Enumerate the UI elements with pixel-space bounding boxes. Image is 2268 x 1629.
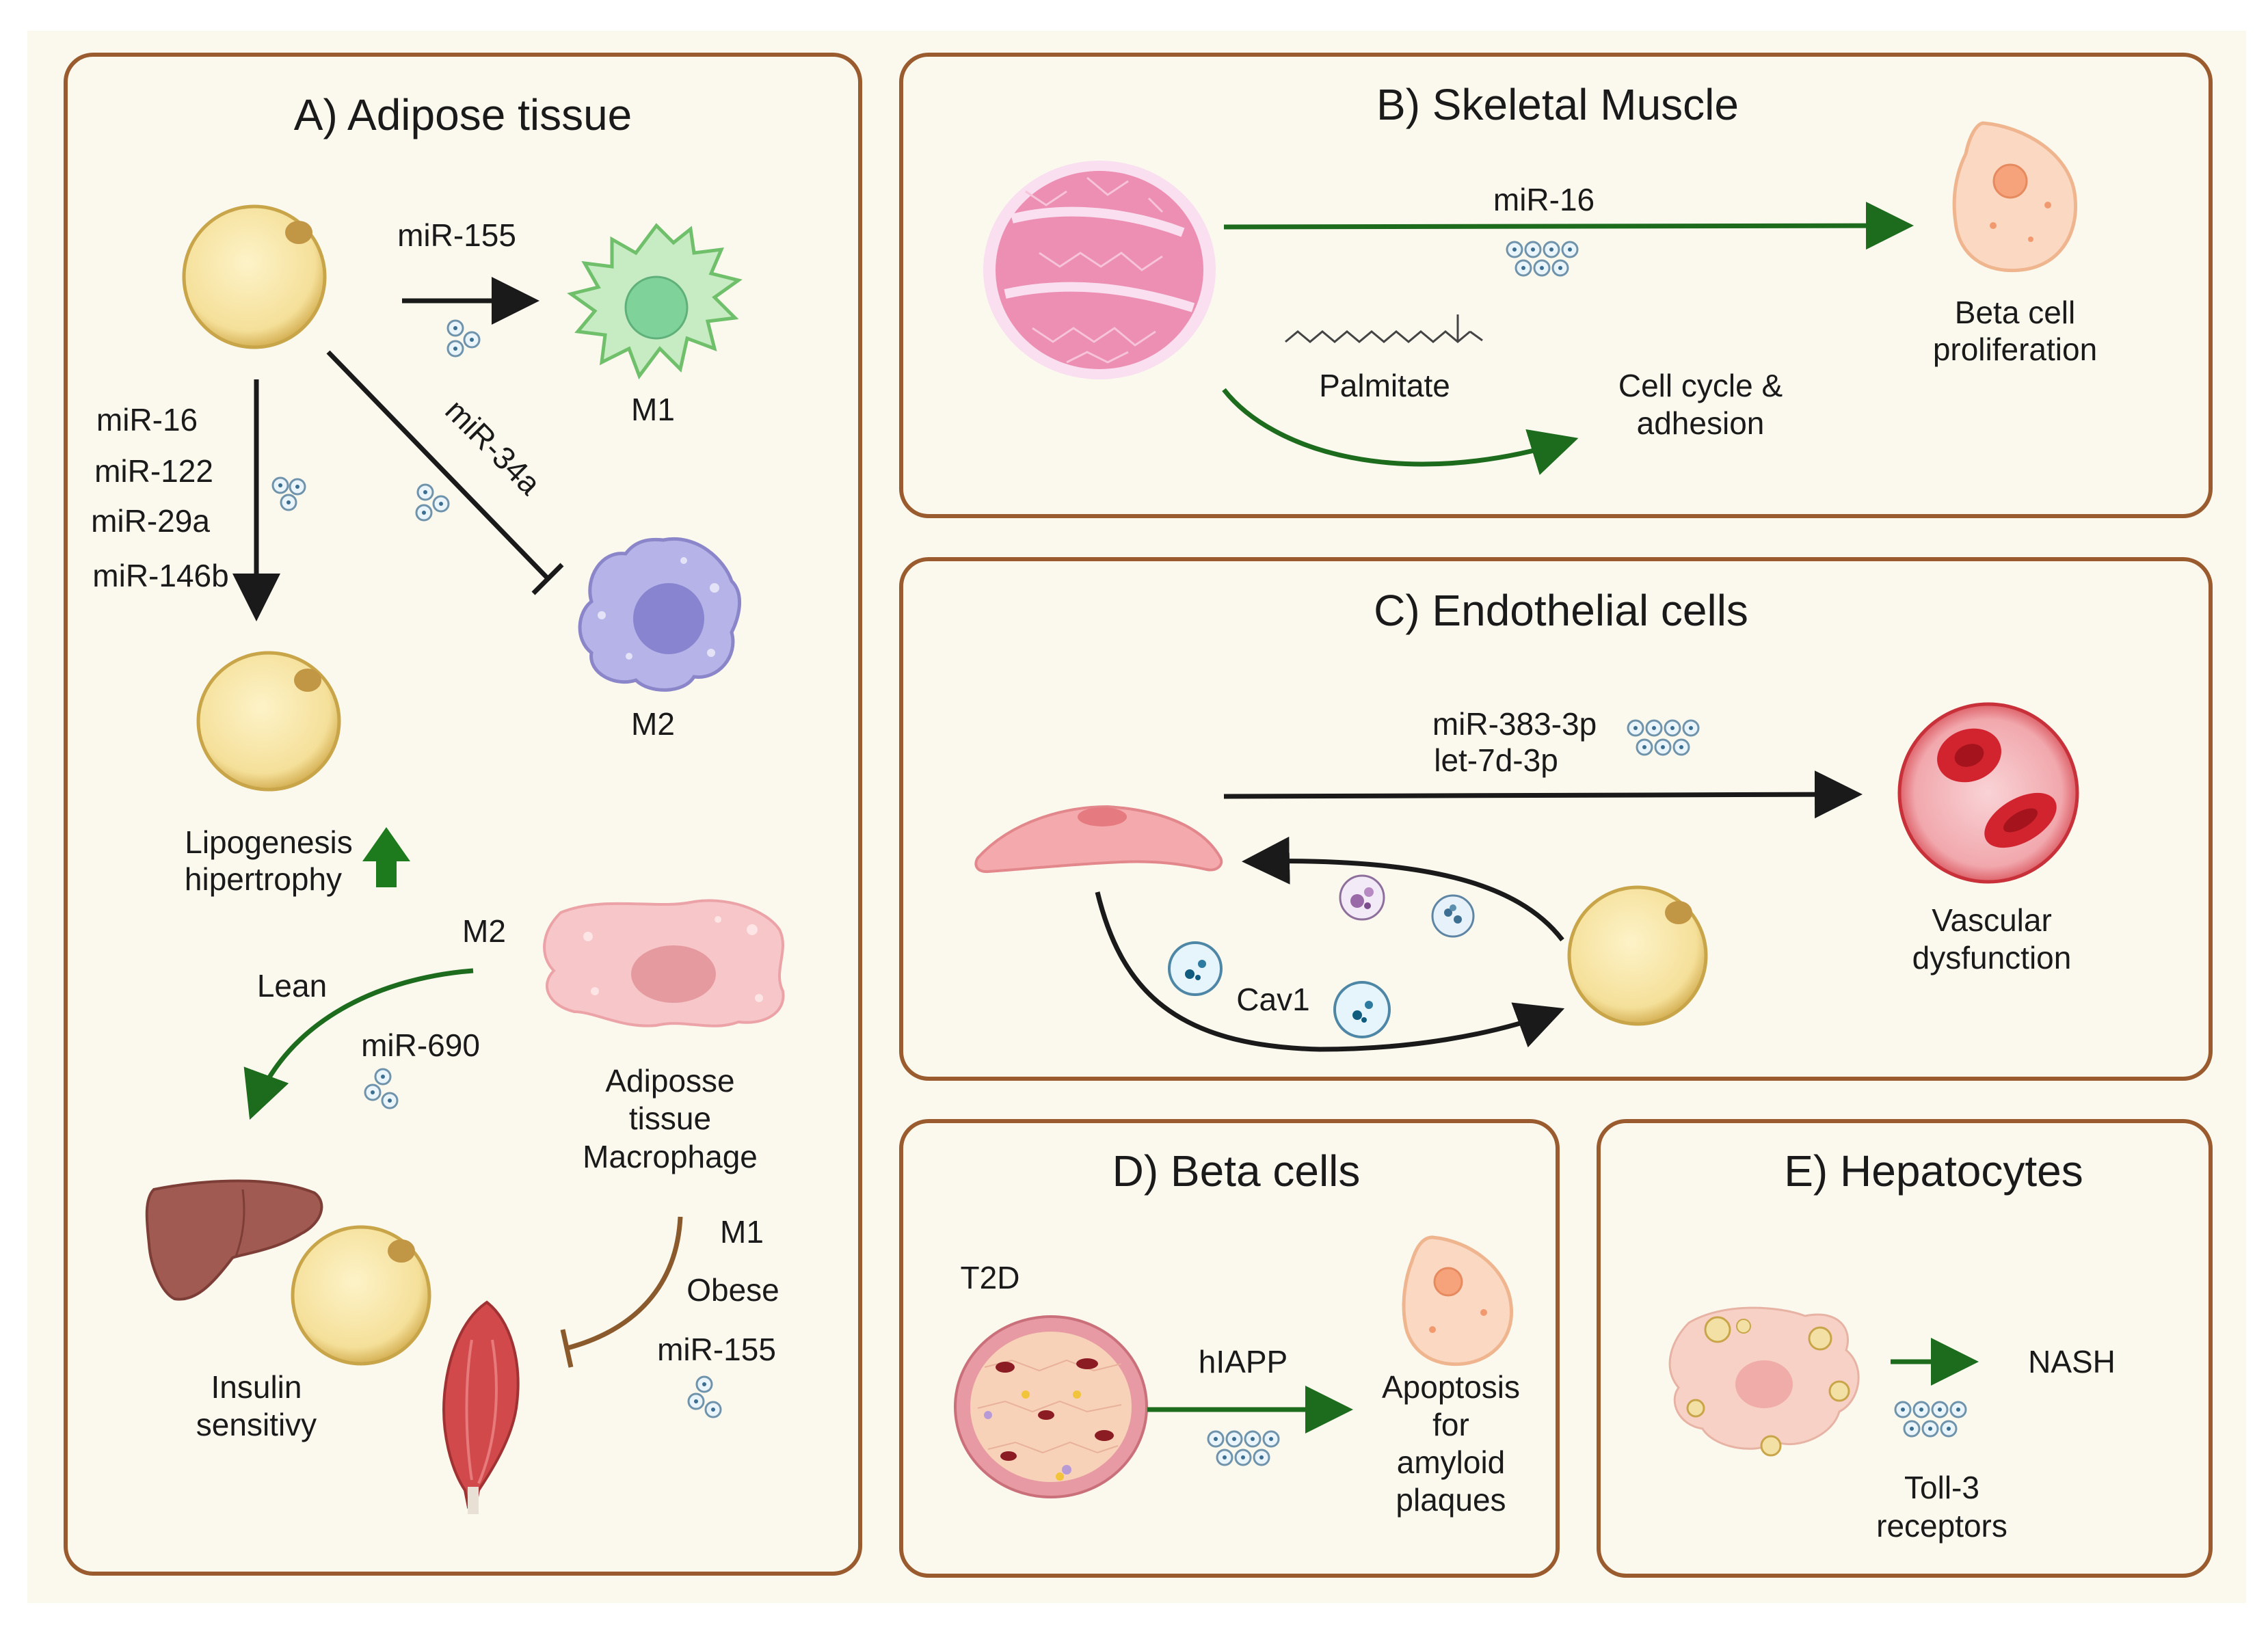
arrow-endothelial-to-fat xyxy=(1095,891,1565,1052)
beta-cell-icon xyxy=(1402,1235,1514,1367)
label-mir-16-b: miR-16 xyxy=(1493,182,1595,217)
islet-icon xyxy=(954,1315,1148,1498)
label-t2d: T2D xyxy=(961,1260,1020,1295)
blood-vessel-icon xyxy=(1897,702,2079,884)
m2-macrophage-icon xyxy=(578,537,742,692)
label-mir-16: miR-16 xyxy=(96,402,198,437)
label-cav1: Cav1 xyxy=(1236,982,1309,1017)
label-lipogenesis: Lipogenesis xyxy=(185,824,353,860)
liver-icon xyxy=(145,1179,323,1301)
vesicle-blue-icon xyxy=(1431,894,1475,938)
label-mir-155-top: miR-155 xyxy=(397,217,516,253)
label-palmitate: Palmitate xyxy=(1319,368,1450,403)
label-mir-122: miR-122 xyxy=(94,453,213,489)
inhibition-to-m2 xyxy=(326,350,549,580)
panel-e-title: E) Hepatocytes xyxy=(1784,1146,2083,1196)
label-mir-146b: miR-146b xyxy=(92,558,228,593)
label-m1: M1 xyxy=(631,392,675,427)
panel-a-adipose-tissue: A) Adipose tissue miR-155 M1 miR-34a xyxy=(64,53,862,1576)
label-mir-155-bottom: miR-155 xyxy=(657,1332,776,1367)
adipose-macrophage-icon xyxy=(543,899,785,1027)
arrow-to-vascular xyxy=(1223,770,1863,819)
label-hipertrophy: hipertrophy xyxy=(185,861,342,897)
panel-c-endothelial-cells: C) Endothelial cells miR-383-3p let-7d-3… xyxy=(899,557,2213,1081)
arrow-to-beta-cell xyxy=(1223,202,1914,250)
label-beta-cell: Beta cell xyxy=(1955,295,2075,330)
arrow-lean-to-insulin xyxy=(243,968,474,1120)
vesicle-teal-icon xyxy=(1333,981,1391,1038)
label-m2: M2 xyxy=(631,706,675,742)
label-insulin: Insulin xyxy=(211,1369,302,1405)
hepatocyte-icon xyxy=(1668,1306,1860,1457)
label-apoptosis: Apoptosis xyxy=(1382,1369,1520,1405)
label-mir-383: miR-383-3p xyxy=(1432,706,1597,742)
inhibition-obese-bar xyxy=(560,1329,574,1368)
panel-c-frame xyxy=(899,557,2213,1081)
label-hiapp: hIAPP xyxy=(1199,1344,1288,1379)
label-adiposse: Adiposse xyxy=(605,1063,734,1099)
label-proliferation: proliferation xyxy=(1933,332,2097,367)
fat-cell-icon xyxy=(182,204,327,349)
panel-d-title: D) Beta cells xyxy=(1112,1146,1361,1196)
panel-a-title: A) Adipose tissue xyxy=(294,90,632,139)
up-arrow-icon xyxy=(362,827,410,887)
label-obese: Obese xyxy=(686,1272,779,1308)
label-lean: Lean xyxy=(257,968,327,1004)
palmitate-structure-icon xyxy=(1285,314,1483,343)
label-macrophage: Macrophage xyxy=(583,1139,758,1174)
inhibition-bar xyxy=(531,563,564,595)
label-m1-obese: M1 xyxy=(720,1214,764,1250)
panel-e-frame xyxy=(1597,1119,2213,1578)
muscle-icon xyxy=(442,1300,520,1514)
vesicle-teal-icon xyxy=(1168,941,1223,996)
label-adhesion: adhesion xyxy=(1637,405,1765,441)
label-vascular: Vascular xyxy=(1932,902,2052,938)
mir-list: miR-16 miR-122 miR-29a miR-146b xyxy=(91,402,229,593)
label-plaques: plaques xyxy=(1396,1482,1506,1518)
label-mir-690: miR-690 xyxy=(361,1027,480,1063)
panel-d-beta-cells: D) Beta cells T2D hIAPP Apoptosis for am… xyxy=(899,1119,1560,1578)
endothelial-cell-icon xyxy=(974,805,1223,874)
label-receptors: receptors xyxy=(1876,1508,2007,1544)
label-tissue: tissue xyxy=(629,1101,711,1136)
label-toll-3: Toll-3 xyxy=(1904,1470,1979,1505)
inhibition-obese xyxy=(567,1216,683,1351)
vesicle-purple-icon xyxy=(1339,874,1385,921)
label-dysfunction: dysfunction xyxy=(1912,940,2072,975)
fat-cell-icon xyxy=(196,651,341,792)
muscle-cross-section-icon xyxy=(983,161,1216,379)
label-sensitivy: sensitivy xyxy=(196,1407,317,1442)
fat-cell-icon xyxy=(1567,885,1708,1026)
fat-cell-icon xyxy=(291,1225,431,1366)
label-nash: NASH xyxy=(2028,1344,2116,1379)
beta-cell-icon xyxy=(1952,121,2078,273)
arrow-to-cell-cycle xyxy=(1222,388,1579,475)
panel-b-frame xyxy=(899,53,2213,518)
label-amyloid: amyloid xyxy=(1397,1444,1506,1480)
label-for: for xyxy=(1432,1407,1469,1442)
m1-macrophage-icon xyxy=(567,223,743,380)
panel-b-title: B) Skeletal Muscle xyxy=(1376,80,1739,129)
panel-e-hepatocytes: E) Hepatocytes NASH Toll-3 receptors xyxy=(1597,1119,2213,1578)
panel-b-skeletal-muscle: B) Skeletal Muscle miR-16 Beta cell prol… xyxy=(899,53,2213,518)
arrow-fat-to-endothelial xyxy=(1242,836,1564,942)
label-let-7d: let-7d-3p xyxy=(1434,742,1558,778)
label-m2-lean: M2 xyxy=(462,913,506,949)
panel-c-title: C) Endothelial cells xyxy=(1374,586,1748,635)
label-cell-cycle: Cell cycle & xyxy=(1618,368,1783,403)
label-mir-29a: miR-29a xyxy=(91,503,210,539)
